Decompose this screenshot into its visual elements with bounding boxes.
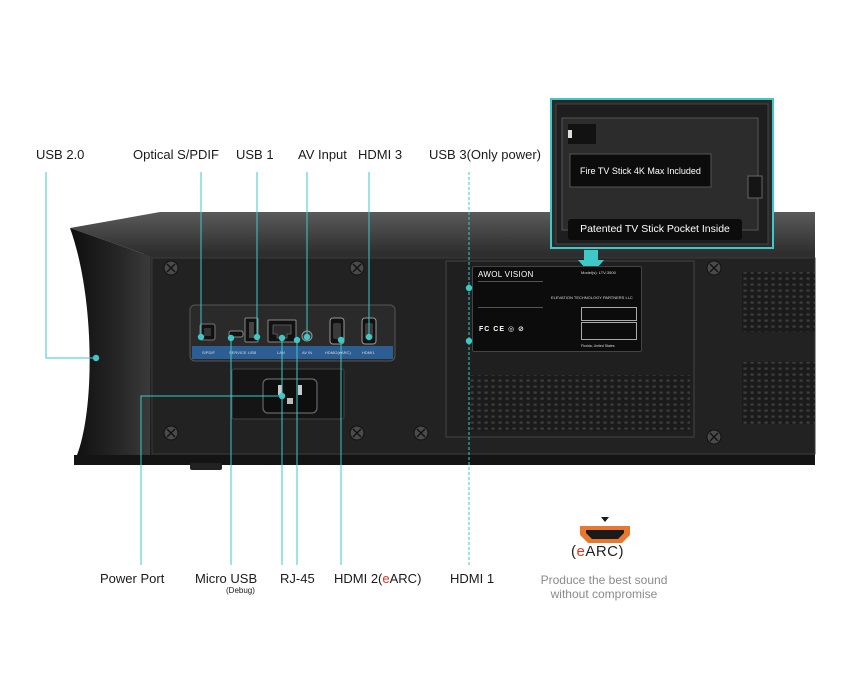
- sticker-model: Model(s): LTV-3500: [581, 270, 616, 275]
- sticker-company: ELEVATION TECHNOLOGY PARTNERS LLC: [551, 295, 633, 300]
- earc-badge-e: e: [576, 543, 586, 560]
- sticker-location: Florida, United States: [581, 344, 615, 348]
- pocket-label: Patented TV Stick Pocket Inside: [580, 223, 730, 235]
- fire-tv-stick: [569, 153, 712, 188]
- label-usb3: USB 3(Only power): [429, 147, 541, 162]
- panel-label-lan: LAN: [277, 350, 285, 355]
- panel-label-usb: USB: [248, 350, 257, 355]
- label-hdmi3: HDMI 3: [358, 147, 403, 162]
- panel-label-spdif: S/PDIF: [202, 350, 215, 355]
- panel-label-service: SERVICE: [229, 350, 247, 355]
- certification-marks: FC CE ◎ ⊘: [479, 326, 525, 333]
- hdmi-port-icon: [580, 517, 630, 543]
- label-usb1: USB 1: [236, 147, 274, 162]
- projector-left-end: [70, 228, 150, 462]
- label-power-port: Power Port: [100, 571, 165, 586]
- label-rj45: RJ-45: [280, 571, 315, 586]
- label-hdmi2: HDMI 2(eARC): [334, 571, 421, 586]
- label-usb20: USB 2.0: [36, 147, 85, 162]
- earc-tagline-2: without compromise: [550, 587, 658, 601]
- label-micro-usb: Micro USB: [195, 571, 258, 586]
- label-optical: Optical S/PDIF: [133, 147, 219, 162]
- panel-label-hdmi1: HDMI1: [362, 350, 375, 355]
- panel-label-hdmi2: HDMI2(eARC): [325, 350, 351, 355]
- label-av-input: AV Input: [298, 147, 347, 162]
- compliance-sticker: AWOL VISION Model(s): LTV-3500 ELEVATION…: [472, 266, 642, 352]
- label-hdmi1: HDMI 1: [450, 571, 495, 586]
- earc-badge-pre: (: [571, 543, 577, 560]
- panel-label-avin: AV IN: [302, 350, 313, 355]
- label-hdmi2-post: ARC): [389, 571, 422, 586]
- pocket-label-bg: [568, 219, 742, 240]
- label-hdmi2-e: e: [382, 571, 390, 586]
- label-hdmi2-pre: HDMI 2(: [334, 571, 383, 586]
- earc-tagline-1: Produce the best sound: [540, 573, 668, 587]
- fire-tv-label: Fire TV Stick 4K Max Included: [580, 166, 701, 176]
- earc-badge-post: ARC): [585, 543, 625, 560]
- label-micro-usb-debug: (Debug): [226, 586, 255, 595]
- earc-badge: (eARC): [571, 543, 624, 560]
- sticker-brand: AWOL VISION: [478, 270, 534, 279]
